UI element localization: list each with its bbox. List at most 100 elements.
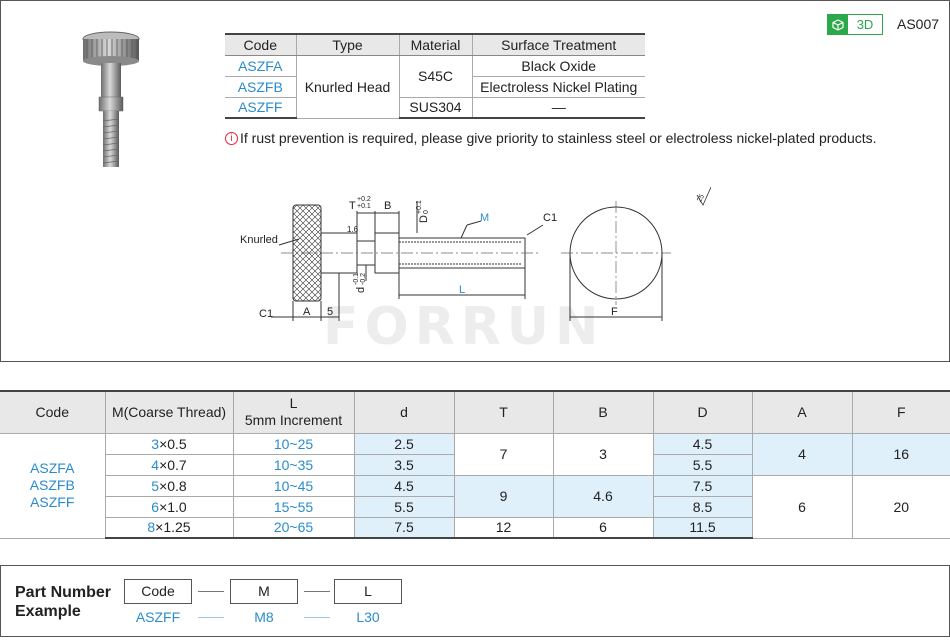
d-cell: 3.5 xyxy=(353,453,455,476)
l-cell: 20~65 xyxy=(232,516,355,539)
m-size: 8 xyxy=(147,519,156,536)
cube-icon xyxy=(828,15,848,34)
c1-left-label: C1 xyxy=(259,308,273,320)
spec-table: Code M(Coarse Thread) L 5mm Increment d … xyxy=(0,390,950,539)
a-cell: 4 xyxy=(751,432,853,476)
m-cell: 3×0.5 xyxy=(104,432,234,455)
dim-d-lower-tol-top: -0.1 xyxy=(353,273,360,285)
pn-separator xyxy=(198,591,224,592)
col-surface: Surface Treatment xyxy=(471,33,645,56)
m-size: 3 xyxy=(151,435,160,452)
rust-prevention-note: i If rust prevention is required, please… xyxy=(225,130,877,146)
m-size: 5 xyxy=(151,477,160,494)
part-number-example-panel: Part Number Example Code M L ASZFF M8 L3… xyxy=(0,565,950,637)
part-number-title-line2: Example xyxy=(15,603,81,620)
model-code: AS007 xyxy=(897,16,940,32)
dim-f-label: F xyxy=(611,306,618,318)
dim-d-upper-label: D xyxy=(418,215,430,223)
t-cell: 9 xyxy=(453,474,554,518)
D-cell: 4.5 xyxy=(652,432,753,455)
spec-col-l: L 5mm Increment xyxy=(232,390,355,434)
type-cell: Knurled Head xyxy=(295,55,400,119)
surface-cell: — xyxy=(471,97,645,119)
dim-m-label: M xyxy=(480,212,489,224)
l-cell: 10~45 xyxy=(232,474,355,497)
dim-b-label: B xyxy=(384,200,391,212)
code-link[interactable]: ASZFB xyxy=(225,76,297,98)
3d-label: 3D xyxy=(856,17,874,32)
f-cell: 20 xyxy=(851,474,950,539)
technical-drawing: Knurled C1 A 5 T +0.2 +0.1 B 1.6 M C1 L … xyxy=(240,186,711,321)
m-pitch: ×1.0 xyxy=(159,498,187,515)
m-pitch: ×0.7 xyxy=(159,456,187,473)
code-link[interactable]: ASZFA xyxy=(30,460,75,476)
col-material: Material xyxy=(398,33,473,56)
pn-value-code: ASZFF xyxy=(135,609,181,625)
code-link[interactable]: ASZFF xyxy=(30,494,75,510)
pn-value-l: L30 xyxy=(356,609,380,625)
m-size: 4 xyxy=(151,456,160,473)
col-type: Type xyxy=(295,33,400,56)
pn-value-m: M8 xyxy=(254,609,274,625)
d-cell: 2.5 xyxy=(353,432,455,455)
m-size: 6 xyxy=(151,498,160,515)
dim-five-label: 5 xyxy=(327,306,333,318)
dim-t-tol-bot: +0.1 xyxy=(357,203,371,210)
dim-d-lower-tol-bot: -0.2 xyxy=(360,273,367,285)
b-cell: 4.6 xyxy=(552,474,654,518)
D-cell: 7.5 xyxy=(652,474,753,497)
spec-col-m: M(Coarse Thread) xyxy=(104,390,234,434)
m-cell: 5×0.8 xyxy=(104,474,234,497)
dim-d-upper-tol-top: +0.1 xyxy=(416,200,423,214)
note-text: If rust prevention is required, please g… xyxy=(240,130,877,146)
m-cell: 6×1.0 xyxy=(104,495,234,518)
spec-codes-cell: ASZFA ASZFB ASZFF xyxy=(0,432,106,539)
product-photo xyxy=(82,31,140,167)
m-pitch: ×0.5 xyxy=(159,435,187,452)
dim-t-label: T xyxy=(349,200,356,212)
info-icon: i xyxy=(225,131,238,145)
m-cell: 4×0.7 xyxy=(104,453,234,476)
surface-cell: Black Oxide xyxy=(471,55,645,77)
spec-col-l-line2: 5mm Increment xyxy=(244,412,343,429)
dim-t-tol-top: +0.2 xyxy=(357,196,371,203)
watermark: FORRUN xyxy=(323,297,605,357)
l-cell: 15~55 xyxy=(232,495,355,518)
3d-model-button[interactable]: 3D xyxy=(827,14,883,35)
f-cell: 16 xyxy=(851,432,950,476)
material-table: Code Type Material Surface Treatment ASZ… xyxy=(225,33,645,119)
dim-r16-label: 1.6 xyxy=(347,225,359,234)
col-code: Code xyxy=(225,33,297,56)
d-cell: 4.5 xyxy=(353,474,455,497)
code-link[interactable]: ASZFB xyxy=(29,477,75,493)
spec-col-t: T xyxy=(453,390,554,434)
code-link[interactable]: ASZFA xyxy=(225,55,297,77)
m-cell: 8×1.25 xyxy=(104,516,234,539)
d-cell: 7.5 xyxy=(353,516,455,539)
D-cell: 8.5 xyxy=(652,495,753,518)
spec-col-code: Code xyxy=(0,390,106,434)
product-overview-panel: 3D AS007 Code Type Material Surface Trea… xyxy=(0,0,950,362)
surface-cell: Electroless Nickel Plating xyxy=(471,76,645,98)
c1-right-label: C1 xyxy=(543,212,557,224)
t-cell: 12 xyxy=(453,516,554,539)
pn-field-m: M xyxy=(230,579,298,604)
a-cell: 6 xyxy=(751,474,853,539)
spec-col-l-line1: L xyxy=(289,395,298,412)
D-cell: 11.5 xyxy=(652,516,753,539)
part-number-title-line1: Part Number xyxy=(15,584,112,601)
b-cell: 3 xyxy=(552,432,654,476)
dim-d-upper-tol-bot: 0 xyxy=(423,210,430,214)
dim-l-label: L xyxy=(459,284,465,296)
roughness-label: 25 xyxy=(696,193,706,203)
l-cell: 10~25 xyxy=(232,432,355,455)
l-cell: 10~35 xyxy=(232,453,355,476)
knurled-label: Knurled xyxy=(240,234,278,246)
spec-col-D: D xyxy=(652,390,753,434)
code-link[interactable]: ASZFF xyxy=(225,97,297,119)
pn-separator xyxy=(304,617,330,618)
spec-col-f: F xyxy=(851,390,950,434)
m-pitch: ×0.8 xyxy=(159,477,187,494)
b-cell: 6 xyxy=(552,516,654,539)
pn-separator xyxy=(304,591,330,592)
